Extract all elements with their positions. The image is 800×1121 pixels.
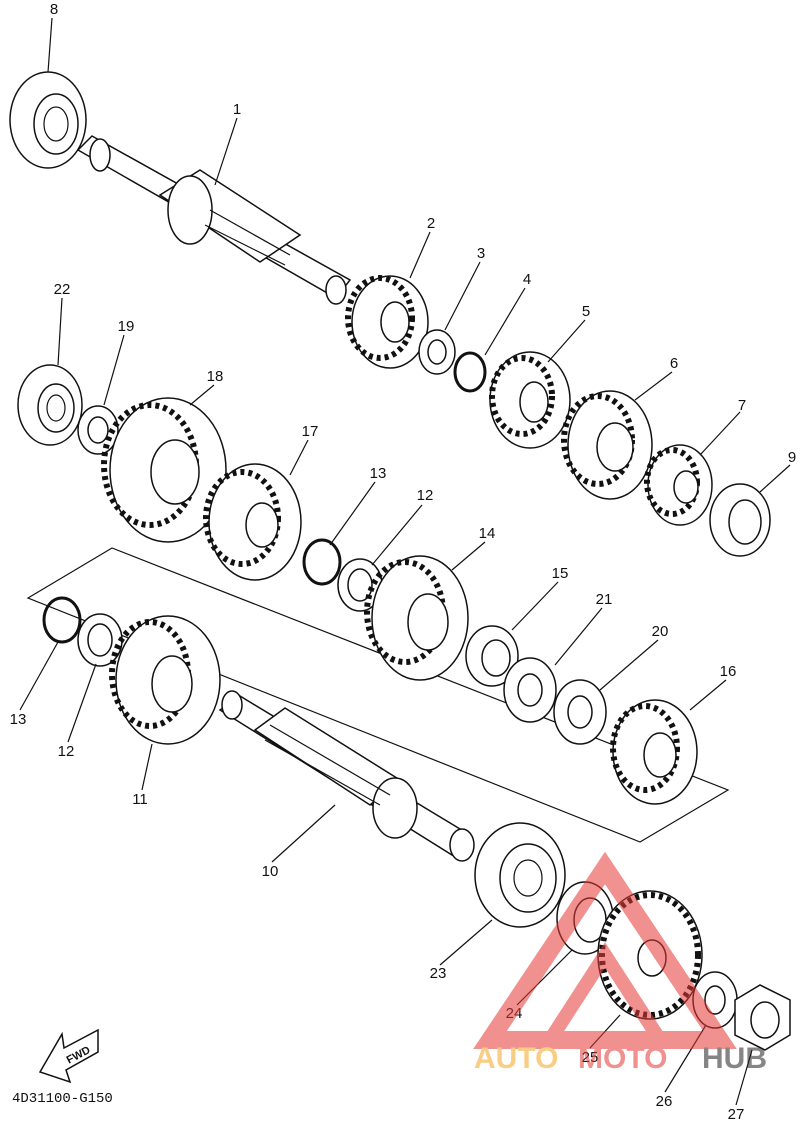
leader-lines [19, 17, 791, 1106]
watermark-text-moto: MOTO [578, 1042, 667, 1075]
gear-16 [610, 699, 698, 805]
circlip-13-upper [302, 538, 342, 586]
callout-7: 7 [738, 397, 746, 414]
callout-20: 20 [652, 623, 669, 640]
assembly-outline [26, 547, 730, 843]
callout-12-lower: 12 [58, 743, 75, 760]
callout-21: 21 [596, 591, 613, 608]
bearing-23 [474, 822, 566, 928]
washer-20 [553, 679, 607, 745]
gear-11 [109, 615, 221, 745]
callout-14: 14 [479, 525, 496, 542]
drive-axle-10 [218, 690, 475, 862]
callout-1: 1 [233, 101, 241, 118]
washer-21 [503, 657, 557, 723]
callout-19: 19 [118, 318, 135, 335]
gear-17 [203, 463, 302, 581]
watermark-text-auto: AUTO [474, 1042, 558, 1075]
gear-7 [644, 444, 713, 526]
callout-13-lower: 13 [10, 711, 27, 728]
callout-17: 17 [302, 423, 319, 440]
callout-22: 22 [54, 281, 71, 298]
washer-12-lower [77, 613, 123, 667]
bearing-22 [17, 364, 83, 446]
callout-12-upper: 12 [417, 487, 434, 504]
callout-6: 6 [670, 355, 678, 372]
bearing-8 [9, 71, 87, 169]
gear-5 [489, 351, 571, 449]
callout-2: 2 [427, 215, 435, 232]
callout-26: 26 [656, 1093, 673, 1110]
needle-bearing-15 [465, 625, 519, 687]
callout-9: 9 [788, 449, 796, 466]
callout-5: 5 [582, 303, 590, 320]
callout-3: 3 [477, 245, 485, 262]
callout-16: 16 [720, 663, 737, 680]
fwd-arrow-icon: FWD [38, 1028, 99, 1084]
washer-3 [418, 329, 456, 375]
callout-10: 10 [262, 863, 279, 880]
main-axle [76, 135, 352, 305]
circlip-13-lower [42, 596, 82, 644]
callout-15: 15 [552, 565, 569, 582]
callout-27: 27 [728, 1106, 745, 1121]
callout-8: 8 [50, 1, 58, 18]
gear-2 [345, 275, 429, 369]
callout-11: 11 [132, 791, 148, 808]
gear-14 [364, 555, 469, 681]
watermark-text-hub: HUB [702, 1042, 767, 1075]
callout-13-upper: 13 [370, 465, 387, 482]
watermark-logo: AUTO MOTO HUB [473, 851, 767, 1075]
circlip-4 [453, 351, 487, 393]
callout-25: 25 [582, 1049, 599, 1066]
gear-18 [101, 397, 227, 543]
callout-18: 18 [207, 368, 224, 385]
callout-23: 23 [430, 965, 447, 982]
nut-27 [734, 984, 791, 1051]
callout-4: 4 [523, 271, 531, 288]
gear-6 [561, 390, 653, 500]
drawing-code: 4D31100-G150 [12, 1091, 113, 1107]
bearing-9 [709, 483, 771, 557]
washer-19 [77, 405, 119, 455]
